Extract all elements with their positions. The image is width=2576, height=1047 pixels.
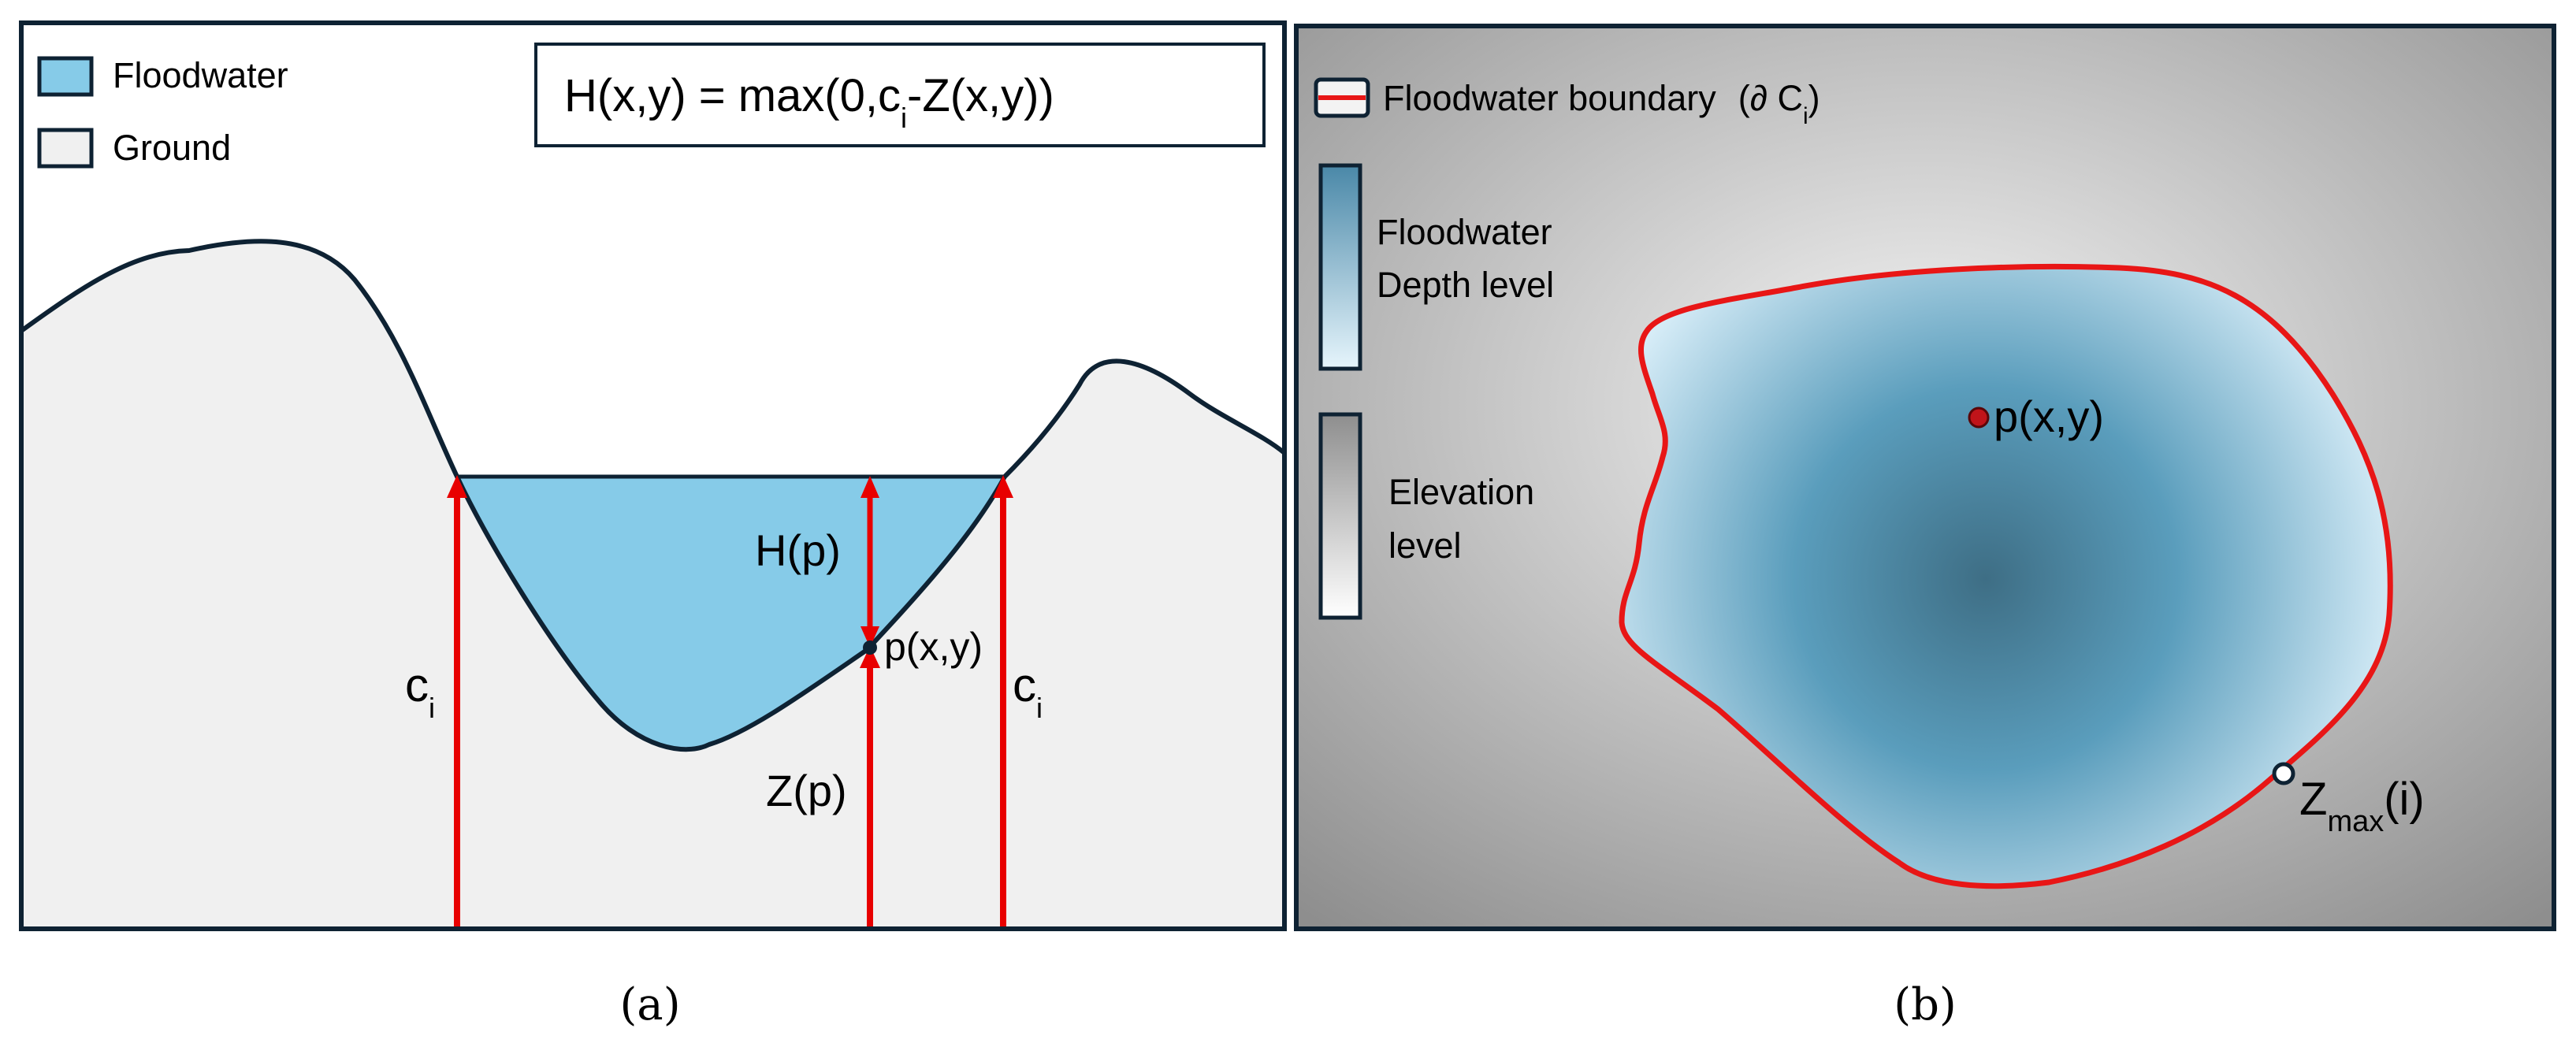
panel-a: Floodwater Ground H(x,y) = max(0,ci-Z(x,… xyxy=(19,20,1287,931)
formula-subscript: i xyxy=(901,102,907,134)
label-zmax-suffix: (i) xyxy=(2384,774,2425,825)
label-c-left-sub: i xyxy=(429,692,435,724)
formula-text: H(x,y) = max(0,ci-Z(x,y)) xyxy=(564,70,1054,134)
arrow-h-head-down xyxy=(861,626,879,648)
legend-floodwater-label: Floodwater xyxy=(113,55,288,95)
label-zmax: Zmax(i) xyxy=(2299,774,2425,838)
legend-ground-label: Ground xyxy=(113,128,231,168)
boundary-symbol-sub: i xyxy=(1803,103,1808,129)
caption-a: (a) xyxy=(619,979,680,1030)
arrow-c-left-head xyxy=(447,475,467,498)
legend-depth-colorbar xyxy=(1318,163,1362,371)
label-p-xy-b: p(x,y) xyxy=(1994,392,2104,441)
caption-b: (b) xyxy=(1894,979,1957,1030)
label-z-p: Z(p) xyxy=(766,766,847,815)
label-c-left: ci xyxy=(405,659,435,724)
label-c-right-main: c xyxy=(1013,659,1036,711)
formula-box xyxy=(534,43,1266,147)
boundary-symbol-prefix: (∂ C xyxy=(1738,78,1803,118)
formula-suffix: -Z(x,y)) xyxy=(907,70,1054,121)
label-h-p: H(p) xyxy=(755,525,841,575)
label-c-right: ci xyxy=(1013,659,1043,724)
legend-elevation-colorbar xyxy=(1318,412,1362,620)
boundary-symbol-suffix: ) xyxy=(1808,78,1820,118)
legend-floodwater-swatch xyxy=(37,56,94,97)
terrain-outline xyxy=(20,239,1286,752)
legend-depth-line1: Floodwater xyxy=(1377,212,1552,252)
formula-prefix: H(x,y) = max(0,c xyxy=(564,70,901,121)
point-p-xy-b-marker xyxy=(1968,407,1990,429)
legend-boundary-symbol: (∂ Ci) xyxy=(1738,78,1820,129)
label-zmax-main: Z xyxy=(2299,774,2327,825)
legend-ground-swatch xyxy=(37,128,94,169)
label-c-right-sub: i xyxy=(1036,692,1043,724)
measurement-arrows xyxy=(447,475,1013,929)
label-zmax-sub: max xyxy=(2327,805,2384,838)
legend-boundary-text: Floodwater boundary xyxy=(1383,78,1716,118)
point-zmax-marker xyxy=(2272,762,2295,785)
arrow-z-head xyxy=(860,646,880,668)
panel-b-border xyxy=(1294,24,2556,931)
point-p-marker xyxy=(863,640,877,655)
label-c-left-main: c xyxy=(405,659,429,711)
legend-elev-line2: level xyxy=(1388,525,1462,566)
panel-b: p(x,y) Zmax(i) Floodwater boundary (∂ Ci)… xyxy=(1294,24,2556,931)
floodwater-region xyxy=(1619,263,2393,889)
legend-depth-line2: Depth level xyxy=(1377,265,1554,305)
panel-a-border xyxy=(19,20,1287,931)
legend-elev-line1: Elevation xyxy=(1388,472,1534,512)
label-p-xy: p(x,y) xyxy=(884,625,983,669)
ground-terrain xyxy=(21,241,1284,929)
arrow-h-head-up xyxy=(861,476,879,498)
arrow-c-right-head xyxy=(993,475,1013,498)
legend-boundary-label: Floodwater boundary (∂ Ci) xyxy=(1383,78,1820,129)
